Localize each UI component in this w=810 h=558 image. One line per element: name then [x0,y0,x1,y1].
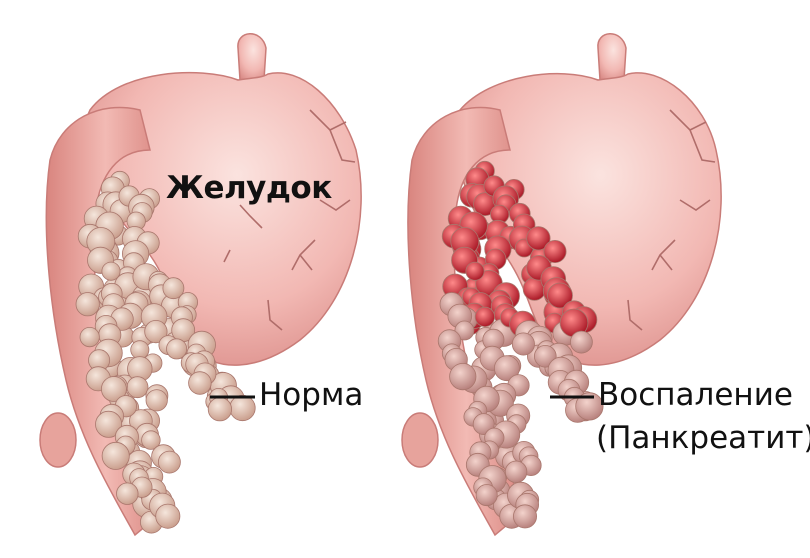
duodenum-opening-right [402,413,438,467]
pancreas-lobule [80,327,99,346]
duodenum-opening [40,413,76,467]
pancreas-lobule [570,331,592,353]
pancreas-lobule [102,442,129,469]
pancreas-lobule [117,483,139,505]
inflamed-organs [402,34,721,535]
pancreas-lobule [505,461,527,483]
normal-organs [40,34,361,535]
pancreas-lobule [230,395,255,420]
pancreas-lobule [127,377,148,398]
pancreas-lobule [466,262,484,280]
pancreas-lobule [102,262,120,280]
pancreatitis-label: (Панкреатит) [596,420,810,456]
pancreas-lobule [158,451,180,473]
normal-label: Норма [259,377,363,413]
esophagus [238,34,266,80]
pancreas-lobule [513,505,536,528]
pancreas-lobule [146,390,167,411]
esophagus-right [598,34,626,80]
pancreas-lobule [475,307,494,326]
stomach-label: Желудок [166,170,332,206]
pancreas-lobule [208,398,231,421]
pancreas-lobule [76,293,99,316]
pancreas-lobule [189,372,212,395]
pancreas-lobule [476,485,497,506]
pancreas-lobule [450,363,476,389]
pancreas-lobule [512,333,534,355]
inflammation-label: Воспаление [598,377,793,413]
pancreas-lobule [156,504,180,528]
